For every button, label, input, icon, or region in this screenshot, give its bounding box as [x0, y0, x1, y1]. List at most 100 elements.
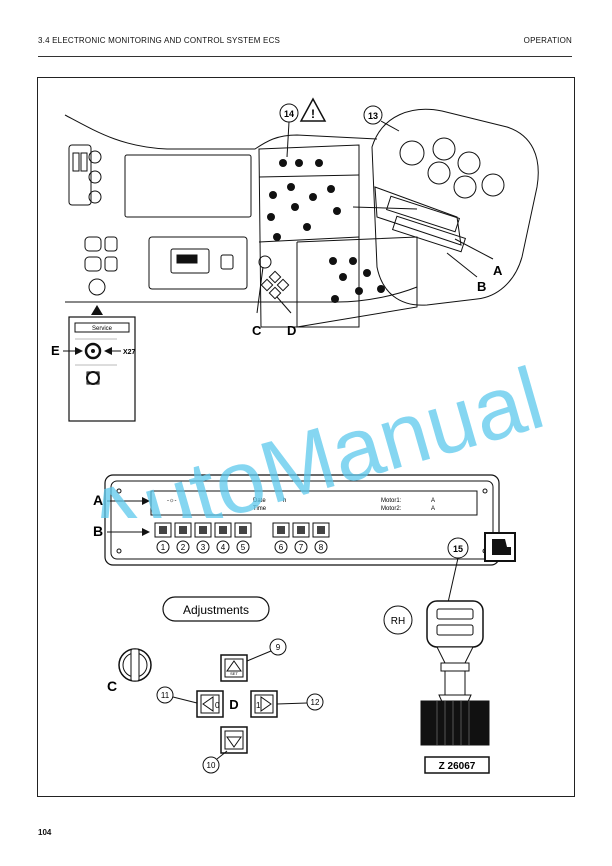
ecs-key-5-icon	[239, 526, 247, 534]
service-plate-title-box	[74, 322, 130, 333]
ecs-key-number-6: 6	[279, 543, 284, 552]
figure-code-box	[424, 756, 490, 774]
key-left-arrow-icon	[202, 696, 214, 712]
ecs-key-number-1: 1	[161, 543, 166, 552]
x27-socket	[84, 342, 102, 360]
leader-11	[172, 696, 198, 704]
callout-b-top: B	[477, 279, 486, 294]
rh-badge	[383, 605, 413, 635]
callout-circle-10	[202, 756, 220, 774]
leader-14	[286, 121, 290, 158]
ecs-key-number-4: 4	[221, 543, 226, 552]
callout-11: 11	[161, 691, 170, 700]
figure-code: Z 26067	[439, 761, 476, 772]
key-up-text: SET	[230, 671, 238, 676]
ecs-key-number-8: 8	[319, 543, 324, 552]
label-c: C	[107, 678, 117, 694]
key-left-text: 0	[215, 701, 220, 710]
panel-screw-2	[482, 488, 488, 494]
display-motor1-label: Motor1:	[381, 498, 402, 504]
leader-d-top	[276, 296, 292, 314]
figure-frame	[37, 77, 575, 797]
leader-15	[446, 557, 459, 608]
x27-label: X27	[123, 349, 136, 356]
ecs-key-1-icon	[159, 526, 167, 534]
ecs-key-number-circle-8	[314, 540, 328, 554]
callout-13: 13	[368, 111, 378, 121]
ecs-figure: 14 ! 13 A B C D Service E X27 -☼- Date T…	[51, 97, 539, 774]
callout-12: 12	[311, 698, 320, 707]
ecs-key-8-icon	[317, 526, 325, 534]
key-switch	[118, 648, 152, 682]
callout-d-top: D	[287, 323, 296, 338]
seat-icon	[484, 532, 516, 562]
ecs-key-number-circle-2	[176, 540, 190, 554]
callout-circle-13	[363, 105, 383, 125]
ecs-key-number-circle-5	[236, 540, 250, 554]
display-date-label: Date	[253, 498, 266, 504]
ecs-panel-inner	[110, 480, 494, 560]
ecs-key-number-3: 3	[201, 543, 206, 552]
ecs-panel-keys	[258, 255, 290, 300]
callout-15: 15	[453, 544, 463, 554]
label-d: D	[229, 697, 238, 712]
ecs-key-number-circle-1	[156, 540, 170, 554]
key-up-arrow-icon	[226, 660, 242, 672]
callout-circle-9	[269, 638, 287, 656]
leader-13	[380, 120, 400, 132]
rh-label: RH	[391, 616, 405, 627]
page-number: 104	[38, 828, 52, 837]
leader-a-top	[454, 238, 494, 260]
callout-circle-12	[306, 693, 324, 711]
adjustments-title: Adjustments	[183, 603, 249, 617]
x27-socket-pin	[91, 349, 95, 353]
leader-b-top	[446, 252, 478, 278]
section-title: 3.4 ELECTRONIC MONITORING AND CONTROL SY…	[38, 36, 281, 45]
leader-9	[246, 650, 272, 662]
display-sun-icon: -☼-	[167, 498, 177, 504]
display-time-label: Time	[253, 506, 267, 512]
dashboard-illustration	[64, 114, 418, 328]
ecs-display	[150, 490, 478, 516]
leader-c-top	[256, 266, 264, 314]
secondary-socket-frame	[86, 371, 100, 385]
callout-a-top: A	[493, 263, 503, 278]
display-motor2-value: A	[431, 506, 435, 512]
adjustments-badge	[162, 596, 270, 622]
callout-14: 14	[284, 109, 294, 119]
ecs-key-number-5: 5	[241, 543, 246, 552]
leader-10	[216, 750, 228, 760]
callout-a-panel: A	[93, 492, 103, 508]
callout-9: 9	[276, 643, 281, 652]
panel-screw-3	[116, 548, 122, 554]
callout-c-top: C	[252, 323, 262, 338]
header-rule	[38, 56, 572, 57]
panel-key-row: 1 2 3 4 5 6 7 8	[154, 522, 330, 554]
service-plate-title: Service	[92, 326, 113, 332]
key-down-arrow-icon	[226, 736, 242, 748]
key-right-arrow-icon	[260, 696, 272, 712]
joystick-illustration	[420, 600, 490, 746]
service-plate	[68, 316, 136, 422]
plate-pointer	[91, 305, 103, 315]
callout-circle-11	[156, 686, 174, 704]
key-right-text: 1	[256, 701, 261, 710]
warning-mark: !	[311, 107, 315, 121]
ecs-key-number-7: 7	[299, 543, 304, 552]
ecs-key-number-2: 2	[181, 543, 186, 552]
display-motor1-value: A	[431, 498, 435, 504]
display-indicator: h	[283, 498, 286, 504]
switch-knobs	[267, 159, 385, 303]
ecs-key-4-icon	[219, 526, 227, 534]
callout-10: 10	[207, 761, 216, 770]
display-motor2-label: Motor2:	[381, 506, 402, 512]
instrument-cluster	[371, 108, 539, 306]
leader-12	[276, 702, 308, 705]
ecs-key-number-circle-6	[274, 540, 288, 554]
keypad-d	[196, 654, 278, 754]
ecs-key-number-circle-3	[196, 540, 210, 554]
ecs-key-7-icon	[297, 526, 305, 534]
callout-e: E	[51, 343, 60, 358]
ecs-key-number-circle-7	[294, 540, 308, 554]
ecs-key-2-icon	[179, 526, 187, 534]
